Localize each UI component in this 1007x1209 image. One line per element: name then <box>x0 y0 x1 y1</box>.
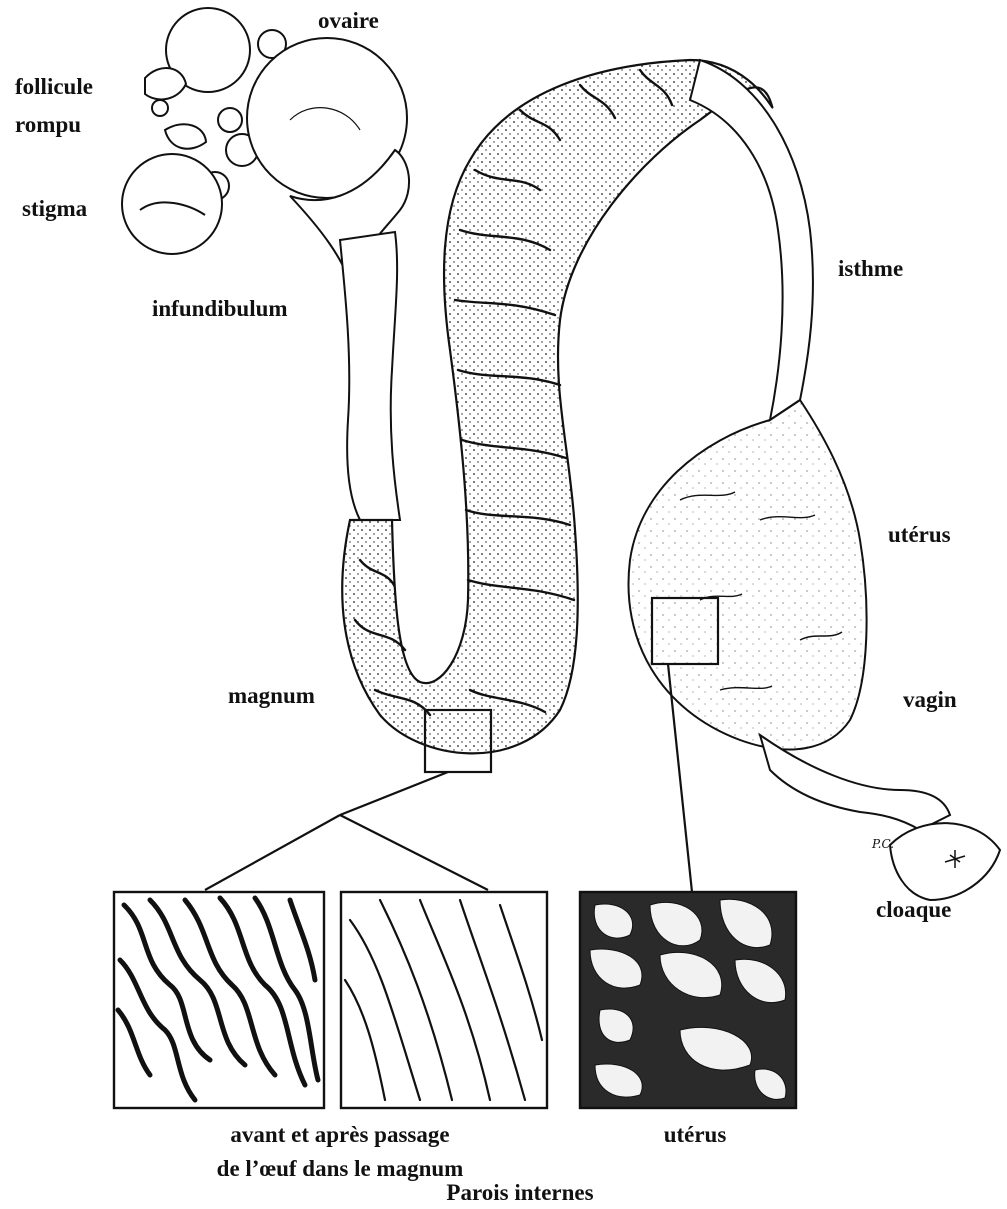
label-cloaque: cloaque <box>876 897 951 923</box>
panel-uterus <box>580 892 796 1108</box>
label-vagin: vagin <box>903 687 957 713</box>
infundibulum-tube <box>340 232 400 520</box>
label-magnum: magnum <box>228 683 315 709</box>
label-ovaire: ovaire <box>318 8 379 34</box>
caption-magnum-line2: de l’œuf dans le magnum <box>160 1156 520 1182</box>
stigma-follicle <box>122 154 222 254</box>
panel-magnum-after <box>341 892 547 1108</box>
pc-label: P.C. <box>871 837 894 851</box>
label-uterus: utérus <box>888 522 951 548</box>
uterus-body <box>628 400 866 750</box>
panel-magnum-before <box>114 892 324 1108</box>
follicle <box>218 108 242 132</box>
panels-title: Parois internes <box>400 1180 640 1206</box>
label-follicule: follicule <box>15 74 93 100</box>
caption-magnum-line1: avant et après passage <box>170 1122 510 1148</box>
ruptured-follicle <box>165 124 206 149</box>
caption-uterus: utérus <box>625 1122 765 1148</box>
label-isthme: isthme <box>838 256 903 282</box>
label-stigma: stigma <box>22 196 87 222</box>
label-rompu: rompu <box>15 112 81 138</box>
follicle <box>152 100 168 116</box>
label-infundibulum: infundibulum <box>152 296 288 322</box>
ruptured-follicle <box>145 68 186 99</box>
